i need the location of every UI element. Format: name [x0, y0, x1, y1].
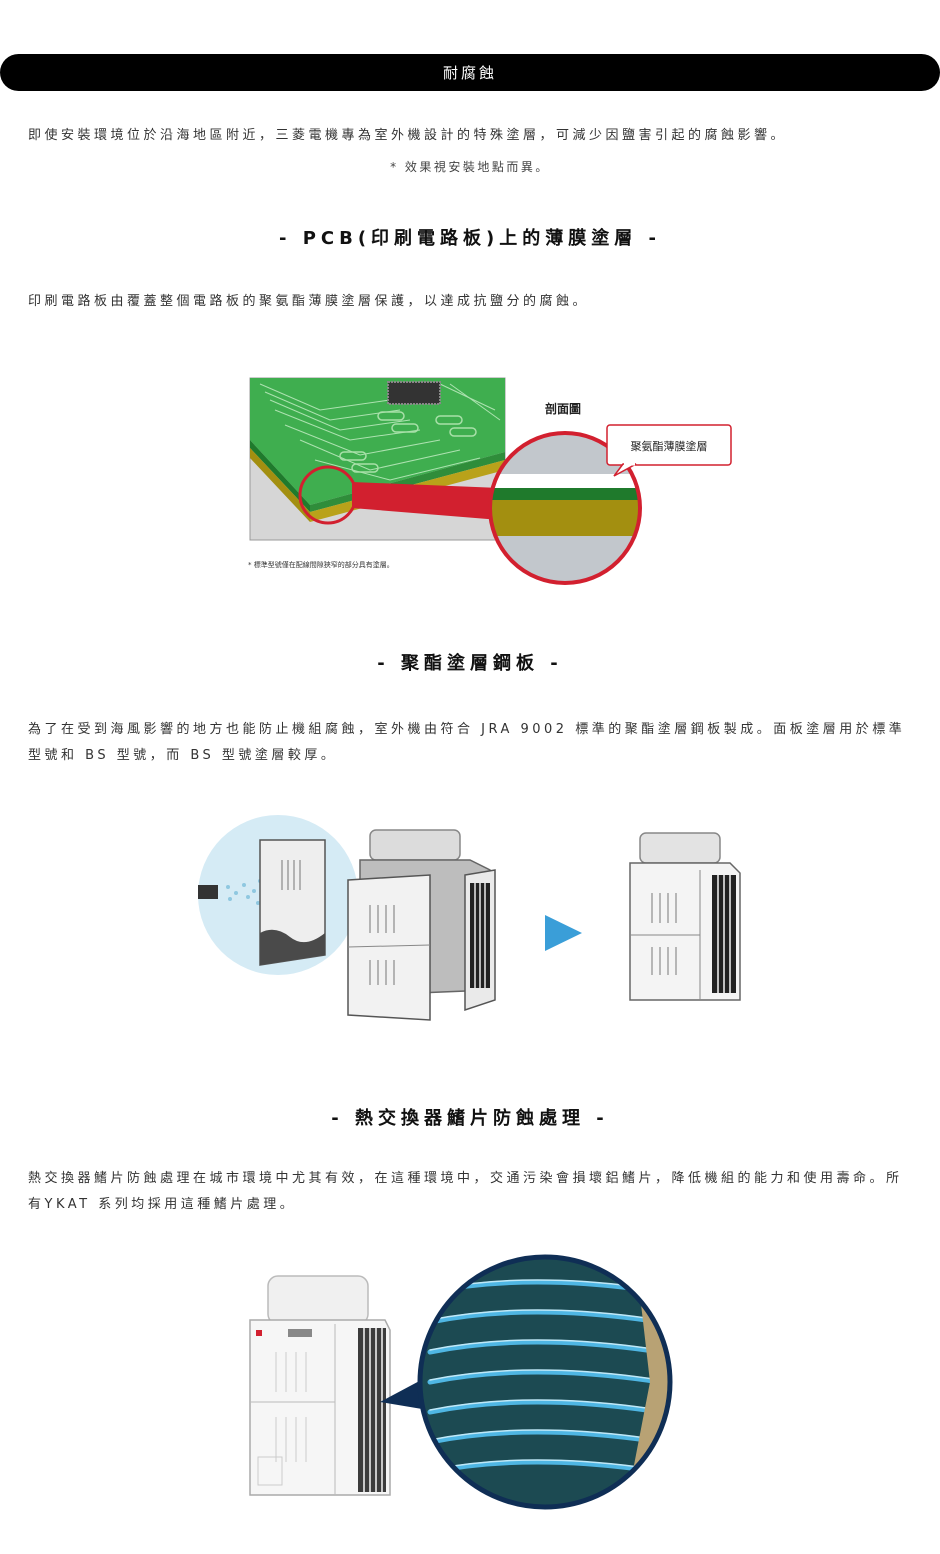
pcb-text: 印刷電路板由覆蓋整個電路板的聚氨酯薄膜塗層保護，以達成抗鹽分的腐蝕。: [28, 294, 590, 309]
fin-heading: - 熱交換器鰭片防蝕處理 -: [331, 1108, 609, 1129]
steel-panel-figure: [198, 815, 741, 1021]
intro-text: 即使安裝環境位於沿海地區附近，三菱電機專為室外機設計的特殊塗層，可減少因鹽害引起…: [28, 128, 788, 143]
pcb-heading: - PCB(印刷電路板)上的薄膜塗層 -: [278, 228, 662, 249]
section-banner: 耐腐蝕: [0, 54, 940, 91]
pcb-footnote: * 標準型號僅在配線間隙狹窄的部分具有塗層。: [248, 560, 394, 569]
heat-exchanger-figure: [249, 1254, 673, 1510]
banner-title: 耐腐蝕: [442, 64, 497, 82]
steel-heading: - 聚酯塗層鋼板 -: [377, 653, 563, 674]
section-label: 剖面圖: [545, 401, 581, 416]
spray-nozzle-icon: [198, 885, 218, 899]
coating-label: 聚氨酯薄膜塗層: [631, 439, 708, 453]
pcb-cross-section-figure: 剖面圖 聚氨酯薄膜塗層 * 標準型號僅在配線間隙狹窄的部分具有塗層。: [248, 377, 732, 585]
arrow-right-icon: [545, 915, 582, 951]
intro-note: * 效果視安裝地點而異。: [390, 160, 550, 174]
fin-text: 熱交換器鰭片防蝕處理在城市環境中尤其有效，在這種環境中，交通污染會損壞鋁鰭片，降…: [28, 1171, 903, 1212]
steel-text: 為了在受到海風影響的地方也能防止機組腐蝕，室外機由符合 JRA 9002 標準的…: [28, 722, 906, 763]
